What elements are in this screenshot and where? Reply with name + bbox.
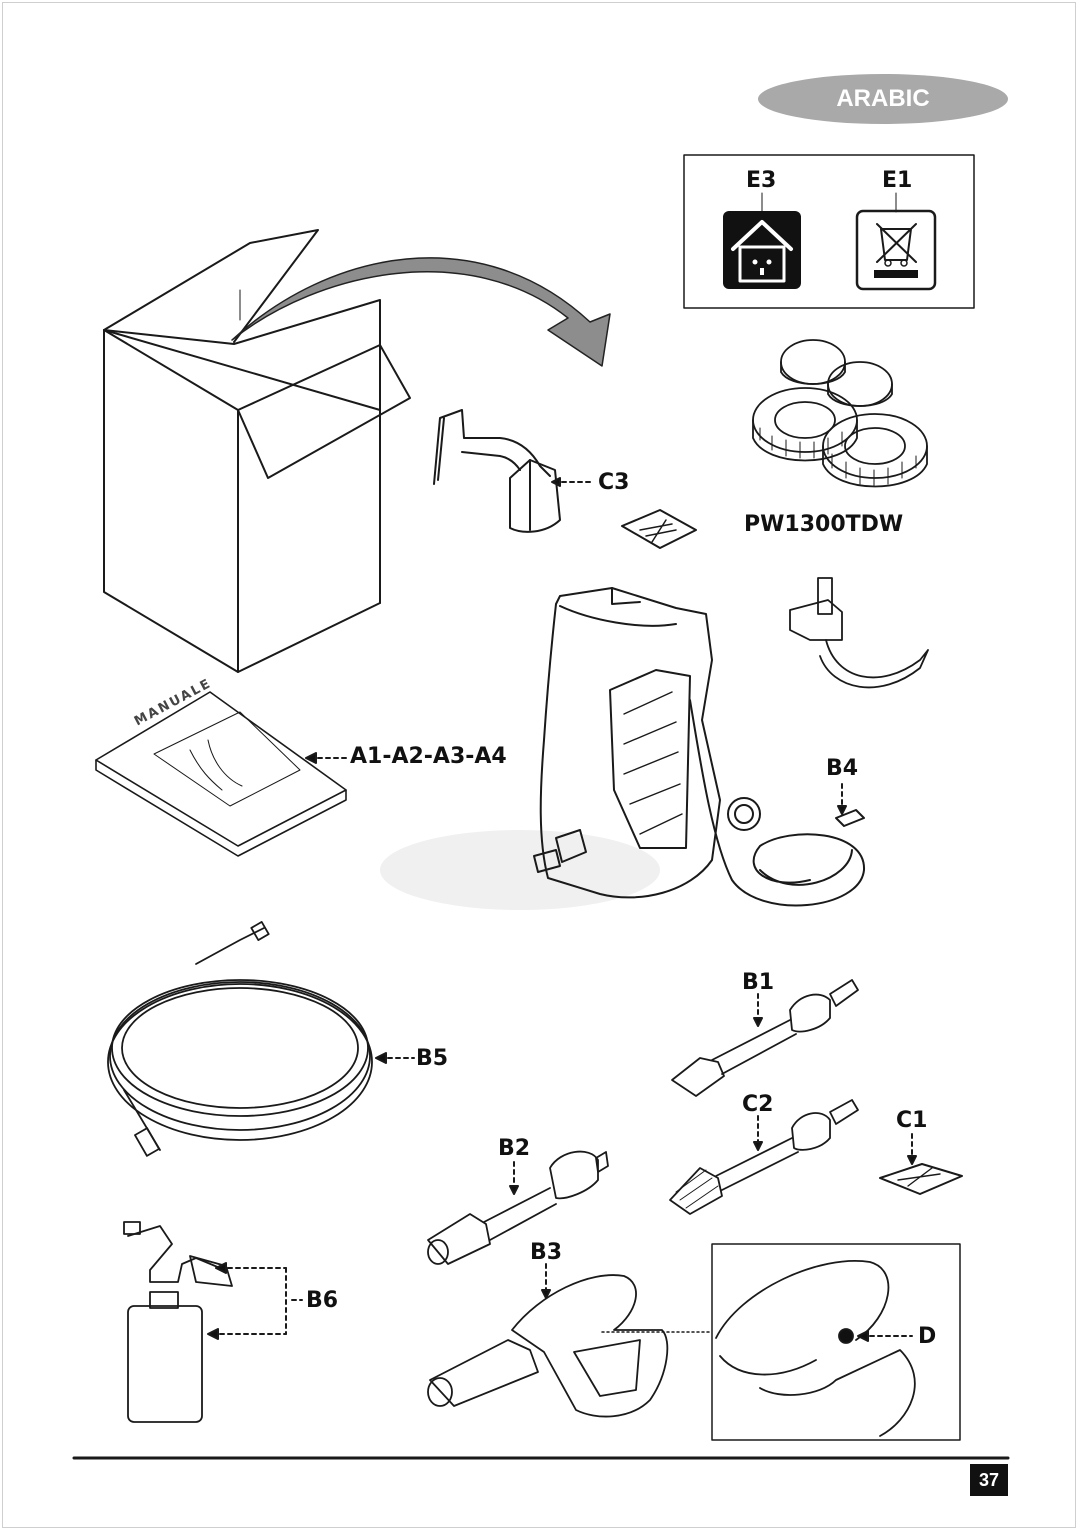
b3-trigger-gun-drawing [427, 1274, 669, 1418]
carton-box [103, 229, 411, 673]
b1-lance-drawing [671, 979, 859, 1097]
manual-refs-label: A1-A2-A3-A4 [350, 744, 507, 769]
hose-holder-drawing [789, 577, 929, 689]
e1-symbol-label: E1 [882, 168, 913, 193]
b6-label: B6 [306, 1288, 339, 1313]
zoom-box [711, 1243, 961, 1441]
c1-label: C1 [896, 1108, 928, 1133]
unpack-arrow [231, 257, 611, 367]
trigger-lock-detail [715, 1260, 916, 1437]
manual-drawing [95, 691, 347, 857]
symbols-box [683, 154, 975, 309]
indoor-use-icon [723, 211, 801, 289]
wheels-drawing [752, 339, 928, 488]
b5-label: B5 [416, 1046, 449, 1071]
e3-symbol-label: E3 [746, 168, 777, 193]
c3-label: C3 [598, 470, 630, 495]
b2-lance-drawing [427, 1150, 609, 1265]
b4-label: B4 [826, 756, 859, 781]
b1-label: B1 [742, 970, 775, 995]
screw-pack-drawing [621, 509, 697, 549]
language-badge: ARABIC [758, 74, 1008, 124]
weee-bin-icon [855, 209, 937, 291]
model-name: PW1300TDW [744, 512, 904, 537]
c3-bracket-drawing [433, 409, 561, 533]
c2-label: C2 [742, 1092, 774, 1117]
c2-lance-drawing [669, 1099, 859, 1215]
page-number: 37 [970, 1464, 1008, 1496]
c1-needle-pack-drawing [879, 1163, 963, 1195]
d-label: D [918, 1324, 937, 1349]
b5-hose-drawing [107, 921, 373, 1157]
b6-foam-bottle-drawing [123, 1221, 233, 1423]
pressure-washer-drawing [380, 587, 866, 910]
b3-label: B3 [530, 1240, 563, 1265]
b2-label: B2 [498, 1136, 531, 1161]
